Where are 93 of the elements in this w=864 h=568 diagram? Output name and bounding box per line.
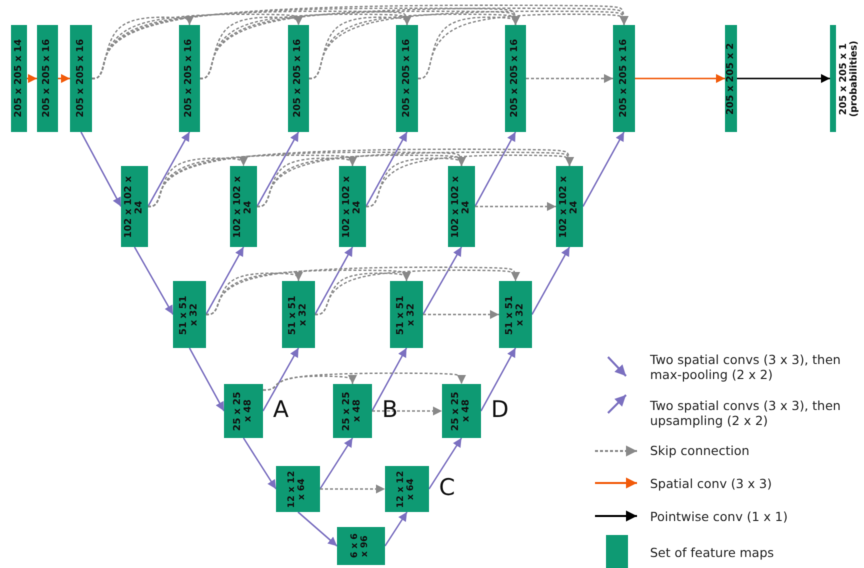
feature-map-block (37, 25, 58, 132)
arrow (474, 132, 516, 207)
legend-label: Two spatial convs (3 x 3), then upsampling (2 x 2) (650, 398, 842, 428)
feature-map-block (725, 25, 737, 132)
feature-map-block (339, 166, 366, 247)
skip-connection-arrow (372, 406, 442, 416)
arrow (147, 132, 190, 207)
feature-map-block (230, 166, 257, 247)
size-label: 102 x 102 x 24 (451, 176, 472, 238)
arrow (531, 246, 570, 315)
size-label: 102 x 102 x 24 (124, 176, 145, 238)
feature-map-block (499, 281, 532, 348)
size-label: 12 x 12 x 64 (397, 469, 417, 510)
skip-connection-arrow (475, 202, 556, 211)
feature-map-block (385, 466, 429, 512)
size-label: 102 x 102 x 24 (559, 176, 580, 238)
skip-connection-arrow (315, 270, 520, 316)
arrow (582, 132, 625, 207)
feature-map-block (224, 384, 263, 438)
size-label: 205 x 205 x 16 (510, 39, 521, 118)
arrow (480, 348, 516, 412)
feature-map-block (70, 25, 92, 132)
arrow (428, 438, 462, 490)
legend-label: Skip connection (650, 443, 750, 458)
arrow (27, 74, 37, 83)
arrow (262, 348, 300, 412)
feature-map-block (830, 25, 836, 132)
feature-map-block (333, 384, 372, 438)
arrow (80, 132, 122, 207)
skip-connection-arrow (526, 74, 613, 83)
stage-letter: A (273, 399, 289, 422)
size-label: 6 x 6 x 96 (351, 532, 371, 560)
size-label: 205 x 205 x 16 (293, 39, 304, 118)
feature-map-block (179, 25, 200, 132)
skip-connection-arrow (320, 484, 385, 494)
arrow (384, 512, 408, 546)
feature-map-block (396, 25, 418, 132)
stage-letter: D (491, 399, 509, 422)
arrow (365, 132, 408, 207)
size-label: 12 x 12 x 64 (288, 469, 308, 510)
legend-label: Pointwise conv (1 x 1) (650, 509, 789, 524)
feature-map-block (390, 281, 423, 348)
arrow (371, 348, 408, 412)
feature-map-block (282, 281, 315, 348)
skip-connection-arrow (418, 14, 628, 80)
arrow (635, 74, 725, 83)
arrow (58, 74, 70, 83)
arrow (422, 246, 462, 315)
feature-map-block (613, 25, 635, 132)
feature-map-block (276, 466, 320, 512)
feature-map-block (442, 384, 481, 438)
size-label: 102 x 102 x 24 (342, 176, 363, 238)
size-label: 25 x 25 x 48 (342, 390, 363, 433)
size-label: 205 x 205 x 16 (76, 39, 86, 118)
feature-map-block (448, 166, 475, 247)
size-label: 51 x 51 x 32 (288, 294, 309, 336)
size-label: 51 x 51 x 32 (396, 294, 417, 336)
feature-map-block (337, 527, 385, 565)
feature-map-block (505, 25, 526, 132)
legend-label: Two spatial convs (3 x 3), then max-pooling (2 x 2) (650, 352, 842, 382)
size-label: 205 x 205 x 1 (probabilities) (839, 40, 860, 120)
size-label: 205 x 205 x 16 (184, 39, 195, 118)
size-label: 205 x 205 x 16 (42, 39, 53, 118)
arrow (134, 246, 174, 315)
feature-map-block (121, 166, 148, 247)
feature-map-block (11, 25, 27, 132)
size-label: 205 x 205 x 14 (14, 39, 24, 118)
size-label: 205 x 205 x 16 (618, 39, 630, 118)
size-label: 25 x 25 x 48 (233, 390, 254, 433)
skip-connection-arrow (423, 310, 499, 319)
arrow (737, 74, 830, 83)
size-label: 205 x 205 x 16 (402, 39, 412, 118)
size-label: 102 x 102 x 24 (233, 176, 254, 238)
legend-label: Set of feature maps (650, 545, 775, 560)
feature-map-block (173, 281, 206, 348)
skip-connection-arrow (263, 372, 466, 391)
size-label: 205 x 205 x 2 (726, 42, 736, 114)
size-label: 25 x 25 x 48 (451, 390, 472, 433)
size-label: 51 x 51 x 32 (505, 294, 526, 336)
arrow (298, 511, 338, 547)
stage-letter: C (439, 477, 456, 500)
arrow (319, 438, 354, 490)
feature-map-block (556, 166, 583, 247)
arrow (242, 438, 277, 490)
arrow (188, 348, 225, 412)
arrow (205, 246, 244, 315)
legend-label: Spatial conv (3 x 3) (650, 476, 773, 491)
skip-connection-arrow (366, 154, 574, 208)
feature-map-block (288, 25, 309, 132)
stage-letter: B (382, 399, 398, 422)
arrow (256, 132, 300, 207)
size-label: 51 x 51 x 32 (179, 294, 200, 336)
arrow (314, 246, 354, 315)
